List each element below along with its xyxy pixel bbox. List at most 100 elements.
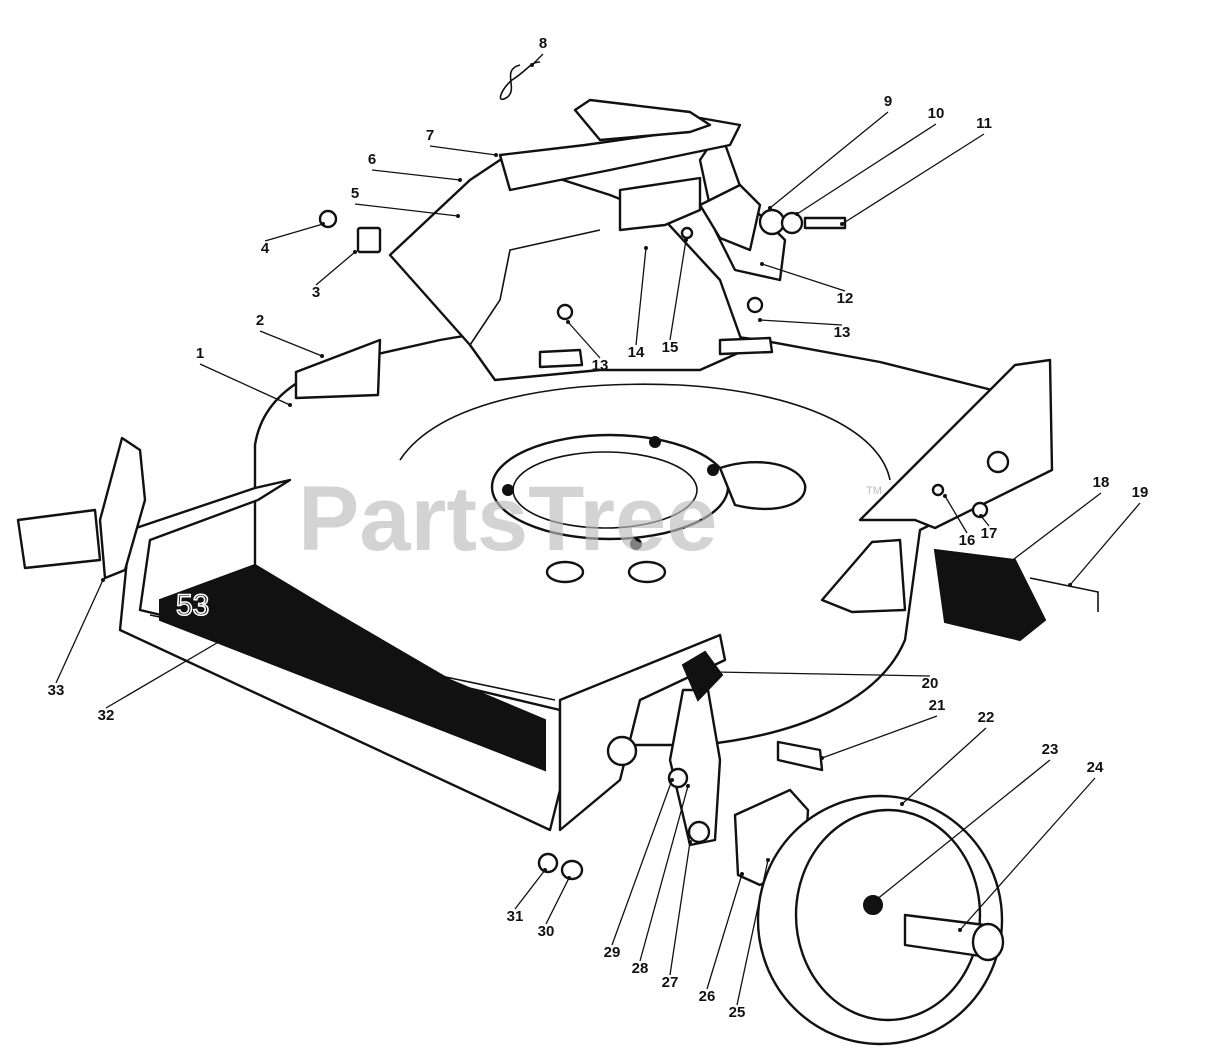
- nut: [537, 852, 559, 874]
- callout-label: 25: [729, 1004, 746, 1021]
- deck-marking: 53: [176, 589, 209, 622]
- callout-label: 7: [426, 127, 434, 144]
- callout-pointer: [494, 153, 498, 157]
- callout-pointer: [1068, 583, 1072, 587]
- callout-pointer: [566, 320, 570, 324]
- callout-pointer: [321, 222, 325, 226]
- callout-leader: [531, 53, 544, 66]
- callout-pointer: [943, 494, 947, 498]
- callout-pointer: [760, 262, 764, 266]
- callout-leader: [769, 111, 889, 209]
- callout-label: 27: [662, 974, 679, 991]
- callout-leader: [514, 869, 546, 910]
- callout-label: 10: [928, 105, 945, 122]
- callout-pointer: [530, 63, 534, 67]
- front-skirt: [118, 478, 562, 832]
- callout-leader: [1069, 502, 1141, 586]
- callout-label: 14: [628, 344, 645, 361]
- hex-screw: [776, 740, 824, 772]
- callout-pointer: [713, 670, 717, 674]
- callout-leader: [875, 759, 1051, 901]
- callout-pointer: [900, 802, 904, 806]
- rear-flap: [294, 338, 382, 400]
- callout-pointer: [684, 238, 688, 242]
- callout-leader: [944, 495, 968, 534]
- callout-leader: [759, 319, 843, 326]
- callout-leader: [714, 671, 931, 677]
- callout-label: 31: [507, 908, 524, 925]
- callout-pointer: [644, 246, 648, 250]
- callout-leader: [264, 223, 324, 242]
- callout-pointer: [795, 212, 799, 216]
- callout-pointer: [288, 403, 292, 407]
- callout-pointer: [456, 214, 460, 218]
- callout-label: 24: [1087, 759, 1104, 776]
- callout-leader: [611, 779, 673, 946]
- callout-pointer: [670, 778, 674, 782]
- bracket-right: [718, 336, 774, 356]
- callout-label: 32: [98, 707, 115, 724]
- callout-pointer: [740, 872, 744, 876]
- callout-pointer: [220, 638, 224, 642]
- callout-leader: [796, 123, 937, 215]
- callout-label: 13: [592, 357, 609, 374]
- rear-flap-right: [820, 538, 907, 614]
- callout-leader: [635, 247, 647, 346]
- callout-leader: [315, 251, 356, 286]
- callout-label: 8: [539, 35, 547, 52]
- callout-label: 26: [699, 988, 716, 1005]
- rear-door: [933, 548, 1047, 642]
- wheel-hub: [794, 808, 982, 1022]
- callout-label: 33: [48, 682, 65, 699]
- deck-dome: [399, 383, 891, 481]
- callout-leader: [761, 263, 846, 292]
- callout-pointer: [979, 514, 983, 518]
- callout-label: 20: [922, 675, 939, 692]
- callout-leader: [105, 639, 223, 709]
- callout-pointer: [320, 354, 324, 358]
- callout-pointer: [1008, 560, 1012, 564]
- callout-leader: [706, 873, 743, 990]
- left-adjuster-arm: [98, 436, 147, 580]
- callout-leader: [567, 321, 601, 359]
- callout-leader: [55, 579, 104, 684]
- wire-spring: [499, 61, 541, 101]
- bracket-left: [538, 348, 584, 369]
- door-rod: [1029, 577, 1099, 612]
- callout-leader: [639, 785, 689, 962]
- callout-label: 2: [256, 312, 264, 329]
- callout-leader: [1009, 492, 1102, 563]
- callout-label: 5: [351, 185, 359, 202]
- callout-leader: [821, 715, 938, 759]
- watermark: PartsTree: [298, 468, 717, 570]
- callout-pointer: [820, 756, 824, 760]
- washer-29: [667, 767, 689, 789]
- callout-label: 30: [538, 923, 555, 940]
- callout-label: 13: [834, 324, 851, 341]
- hinge-plate: [698, 183, 762, 252]
- watermark-trademark: TM: [866, 485, 882, 497]
- callout-label: 15: [662, 339, 679, 356]
- callout-pointer: [353, 250, 357, 254]
- callout-pointer: [101, 578, 105, 582]
- callout-pointer: [543, 868, 547, 872]
- callout-leader: [371, 169, 461, 181]
- callout-leader: [959, 777, 1096, 931]
- callout-pointer: [686, 784, 690, 788]
- callout-leader: [429, 145, 497, 156]
- callout-leader: [199, 363, 291, 406]
- callout-pointer: [958, 928, 962, 932]
- callout-label: 9: [884, 93, 892, 110]
- callout-pointer: [758, 318, 762, 322]
- callout-pointer: [766, 858, 770, 862]
- callout-label: 3: [312, 284, 320, 301]
- callout-label: 12: [837, 290, 854, 307]
- callout-pointer: [458, 178, 462, 182]
- callout-label: 21: [929, 697, 946, 714]
- callout-leader: [669, 841, 691, 976]
- callout-pointer: [840, 222, 844, 226]
- callout-label: 23: [1042, 741, 1059, 758]
- callout-label: 29: [604, 944, 621, 961]
